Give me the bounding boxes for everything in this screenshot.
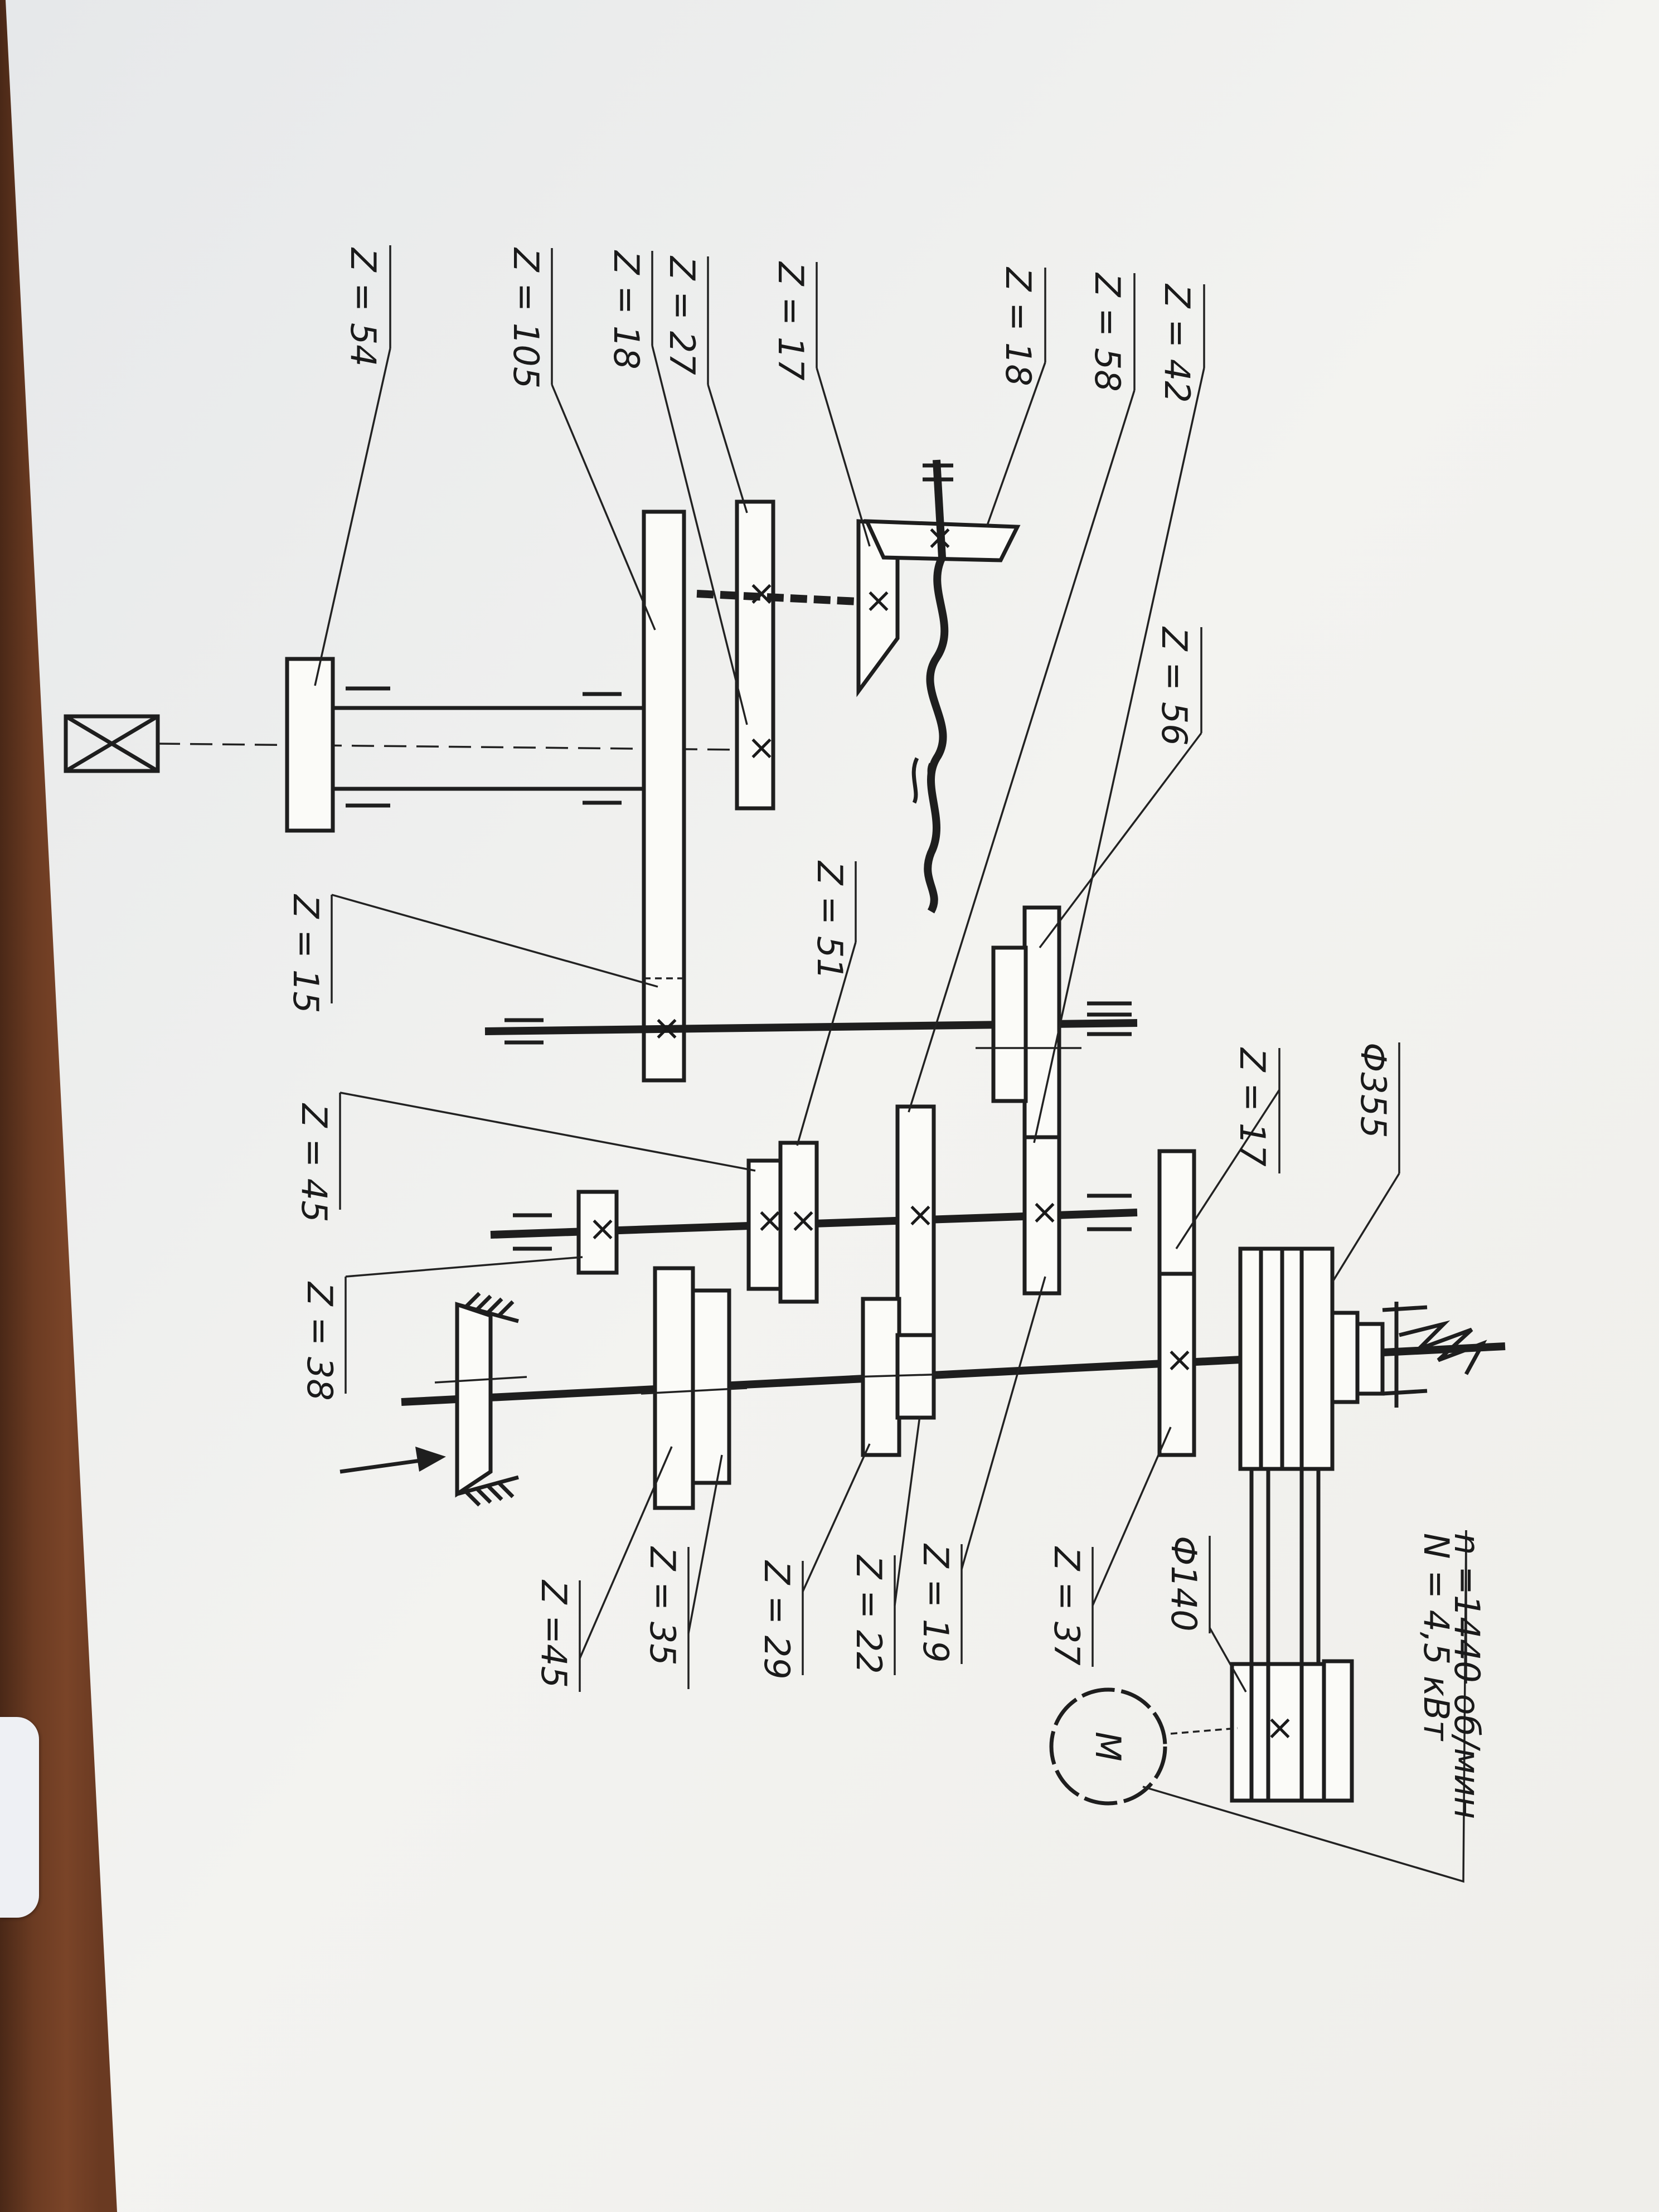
label-z19: Z = 19 [915, 1543, 956, 1663]
label-z105: Z = 105 [506, 247, 546, 389]
bevel-gear-input [455, 1302, 493, 1498]
svg-text:×: × [864, 580, 893, 620]
gear-z42 [1022, 1135, 1061, 1296]
label-z54: Z = 54 [343, 247, 384, 367]
label-z56: Z = 56 [1154, 626, 1195, 746]
svg-text:×: × [1265, 1707, 1294, 1748]
paper-surface [6, 0, 1659, 2212]
svg-text:×: × [588, 1208, 617, 1249]
sticky-note [0, 1717, 39, 1918]
output-coupling [64, 714, 160, 773]
label-z38: Z = 38 [299, 1281, 340, 1401]
gear-z58 [895, 1104, 936, 1337]
leader-lines [314, 345, 1467, 1883]
spring [1399, 1320, 1487, 1375]
label-z35: Z = 35 [642, 1546, 683, 1666]
svg-text:×: × [747, 727, 776, 768]
label-z45-upper: Z = 45 [294, 1103, 334, 1223]
gear-z45-lower [653, 1266, 695, 1510]
gear-z56-small [991, 945, 1028, 1103]
svg-text:×: × [755, 1200, 784, 1240]
label-z15: Z = 15 [285, 894, 326, 1013]
label-z18-bevel: Z = 18 [998, 266, 1039, 386]
lead-screw [924, 555, 949, 914]
svg-text:×: × [1030, 1191, 1059, 1232]
gear-z27-z18 [735, 499, 775, 811]
label-phi140: Ф140 [1163, 1536, 1204, 1632]
clutch [1330, 1311, 1360, 1404]
label-z18-upper: Z = 18 [606, 250, 647, 370]
pulley-355 [1238, 1246, 1335, 1471]
label-z58: Z = 58 [1087, 272, 1128, 392]
svg-text:×: × [652, 1007, 681, 1048]
label-underlines [331, 245, 1467, 1692]
label-z42: Z = 42 [1157, 283, 1197, 403]
label-z27: Z = 27 [662, 255, 702, 375]
gear-z54 [285, 657, 335, 833]
label-z22: Z = 22 [848, 1554, 889, 1674]
label-z45-lower: Z =45 [533, 1579, 574, 1688]
gear-z35 [691, 1288, 731, 1485]
gear-z45 [746, 1158, 783, 1291]
label-z29: Z = 29 [756, 1560, 797, 1680]
svg-text:×: × [906, 1194, 935, 1235]
svg-text:×: × [1165, 1339, 1194, 1380]
label-phi355: Ф355 [1353, 1042, 1394, 1138]
motor-label: M [1088, 1731, 1128, 1762]
label-z37: Z = 37 [1046, 1546, 1087, 1666]
label-power: N = 4,5 кВт [1416, 1533, 1457, 1742]
gear-z105 [642, 510, 686, 1083]
pulley-140 [1230, 1662, 1326, 1803]
label-speed: n =1440 об/мин [1447, 1533, 1487, 1819]
labels: Z = 54 Z = 105 Z = 18 Z = 27 Z = 17 Z = … [285, 247, 1487, 1819]
electric-motor: M [1049, 1687, 1167, 1806]
gear-z37-z17 [1157, 1149, 1196, 1457]
label-z17-lower: Z = 17 [1232, 1047, 1273, 1167]
gear-z38 [576, 1190, 619, 1275]
svg-text:×: × [789, 1200, 818, 1240]
label-z17-upper: Z = 17 [770, 261, 811, 381]
label-z51: Z = 51 [809, 860, 850, 980]
bevel-hatching [464, 1292, 515, 1507]
